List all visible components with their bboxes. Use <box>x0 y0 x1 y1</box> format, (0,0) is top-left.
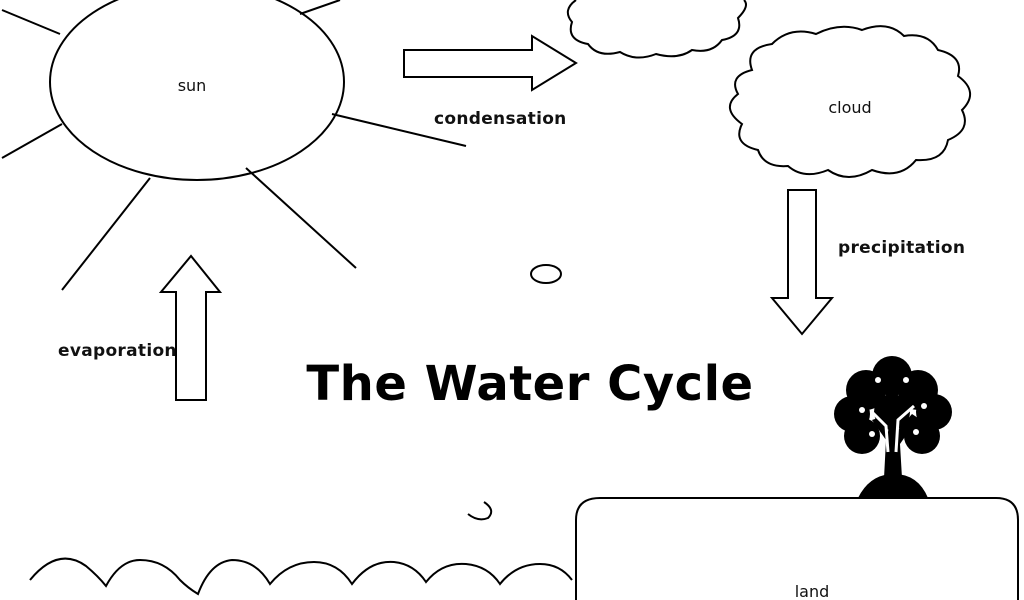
sun-label: sun <box>178 76 207 95</box>
water-waves-icon <box>29 557 573 596</box>
cloud-large-icon <box>729 25 971 178</box>
precipitation-arrow <box>769 189 835 336</box>
condensation-arrow <box>403 34 578 92</box>
cloud-small-icon <box>566 0 747 59</box>
tree-icon <box>834 356 952 498</box>
droplet-hook-icon <box>467 501 493 521</box>
land-shape <box>575 497 1019 600</box>
evaporation-label: evaporation <box>58 341 177 361</box>
page-title: The Water Cycle <box>306 356 753 412</box>
sun-icon <box>1 0 467 291</box>
raindrop-icon <box>530 264 562 284</box>
land-label: land <box>795 582 830 600</box>
condensation-label: condensation <box>434 109 567 129</box>
evaporation-arrow <box>158 254 223 401</box>
precipitation-label: precipitation <box>838 238 965 258</box>
cloud-label: cloud <box>828 98 871 117</box>
